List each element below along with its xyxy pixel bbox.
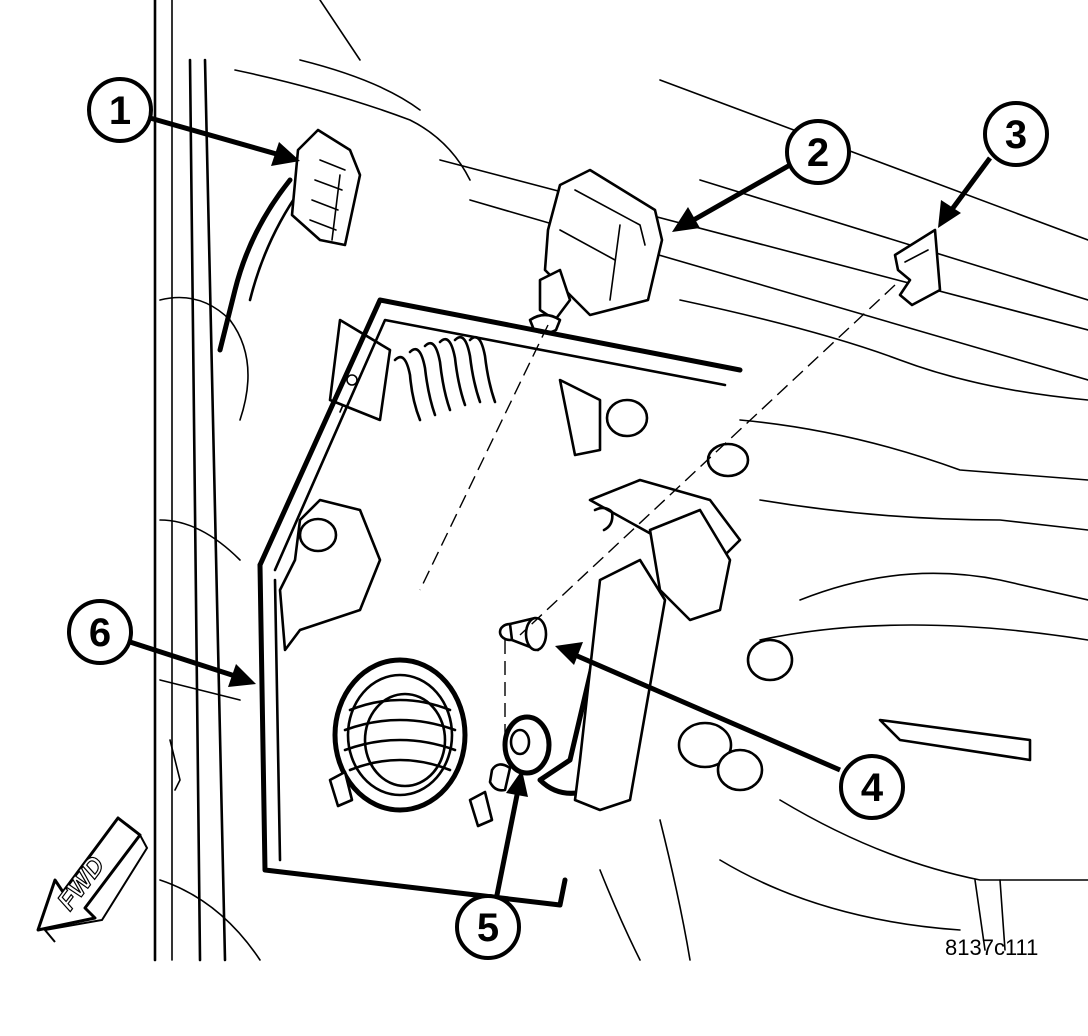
body-structure bbox=[153, 0, 1088, 962]
callout-1-label: 1 bbox=[109, 89, 131, 133]
pedal-pin bbox=[498, 616, 548, 652]
callout-5: 5 bbox=[455, 894, 521, 960]
wiring-connector bbox=[217, 128, 362, 353]
retaining-clip bbox=[893, 228, 942, 307]
pedal-arm bbox=[537, 378, 794, 812]
callout-2: 2 bbox=[785, 119, 851, 185]
figure-id: 8137c111 bbox=[945, 935, 1038, 960]
arrowhead-5 bbox=[506, 770, 528, 797]
callout-5-label: 5 bbox=[477, 906, 499, 950]
brake-lamp-switch bbox=[528, 168, 664, 335]
fwd-arrow-icon: FWD bbox=[36, 816, 149, 943]
bushing-washer bbox=[488, 714, 552, 792]
callout-4-label: 4 bbox=[861, 766, 884, 810]
pedal-bracket bbox=[257, 297, 743, 908]
callout-2-label: 2 bbox=[807, 131, 829, 175]
callout-6-label: 6 bbox=[89, 611, 111, 655]
callout-6: 6 bbox=[67, 599, 133, 665]
arrowhead-2 bbox=[672, 207, 700, 232]
alignment-lines bbox=[419, 284, 896, 740]
arrowhead-4 bbox=[555, 642, 583, 665]
leader-arrows bbox=[129, 115, 993, 906]
callout-1: 1 bbox=[87, 77, 153, 143]
return-spring bbox=[393, 335, 497, 422]
callout-3-label: 3 bbox=[1005, 113, 1027, 157]
booster-assembly bbox=[328, 657, 494, 828]
callout-3: 3 bbox=[983, 101, 1049, 167]
arrowhead-6 bbox=[228, 664, 256, 687]
arrowhead-3 bbox=[938, 200, 961, 228]
callout-4: 4 bbox=[839, 754, 905, 820]
arrowhead-1 bbox=[271, 142, 300, 166]
